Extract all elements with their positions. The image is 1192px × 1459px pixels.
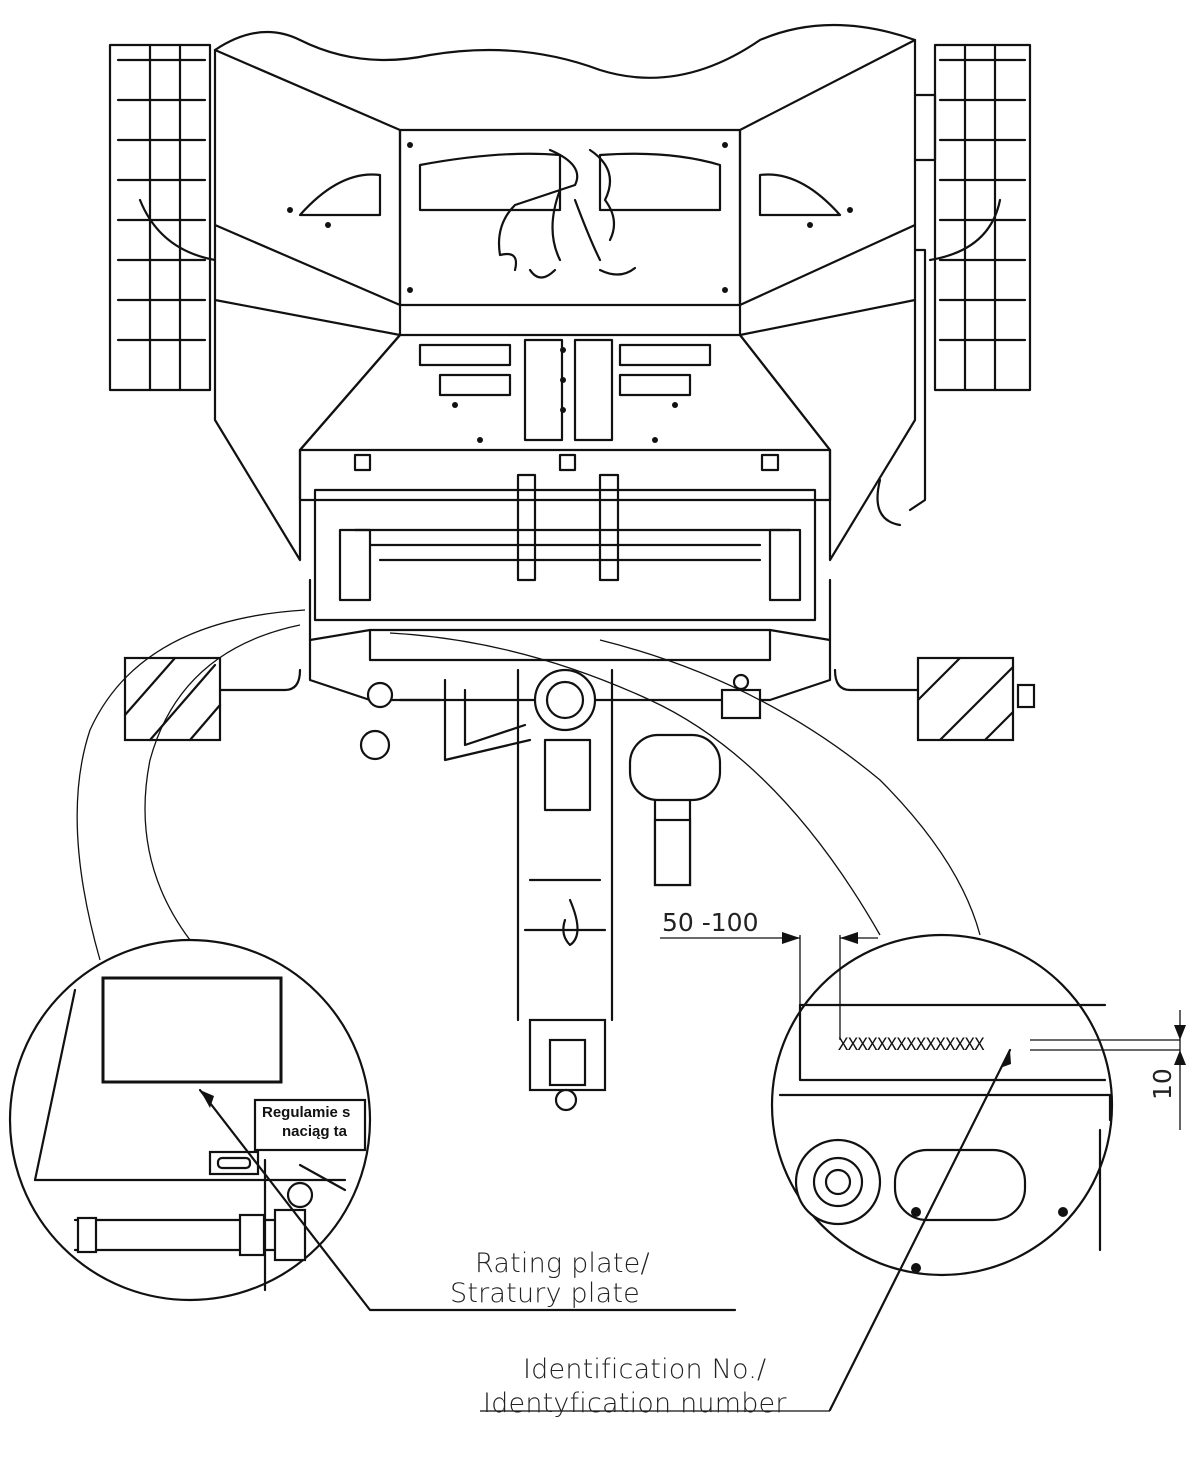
drawbar	[516, 668, 614, 1112]
left-wheel	[108, 43, 217, 392]
warning-label-line1: Regulamie s	[262, 1104, 351, 1121]
right-rail	[908, 93, 937, 512]
left-light-block	[123, 656, 302, 742]
hopper-lower	[213, 298, 917, 702]
serial-placeholder: XXXXXXXXXXXXXXX	[838, 1035, 985, 1055]
left-leader-arc-2	[144, 624, 301, 941]
rating-plate-arrow	[200, 1090, 214, 1108]
right-light-block	[833, 656, 1036, 742]
id-number-leader	[828, 1048, 1012, 1412]
rating-plate-label-line1: Rating plate/	[475, 1248, 650, 1279]
left-detail-circle	[8, 938, 737, 1312]
right-leader-arc-2	[599, 639, 981, 936]
identification-label-line1: Identification No./	[523, 1354, 767, 1385]
right-detail-circle	[480, 932, 1186, 1412]
dimension-vertical-label: 10	[1148, 1068, 1177, 1100]
left-leader-arc-1	[76, 609, 306, 961]
dimension-horizontal-label: 50 -100	[662, 908, 759, 937]
valve-right	[720, 673, 762, 720]
identification-label-line2: Identyfication number	[483, 1388, 787, 1419]
right-wheel	[928, 43, 1032, 392]
warning-label-line2: naciąg ta	[282, 1123, 348, 1140]
rating-plate-label-line2: Stratury plate	[450, 1278, 640, 1309]
bolt-dots	[287, 142, 853, 443]
hose	[876, 478, 902, 527]
right-leader-arc-1	[389, 632, 881, 936]
pipes-left	[359, 678, 532, 762]
jack-stand	[628, 733, 722, 887]
rating-plate-leader	[198, 1088, 737, 1312]
hopper-top	[213, 23, 917, 337]
